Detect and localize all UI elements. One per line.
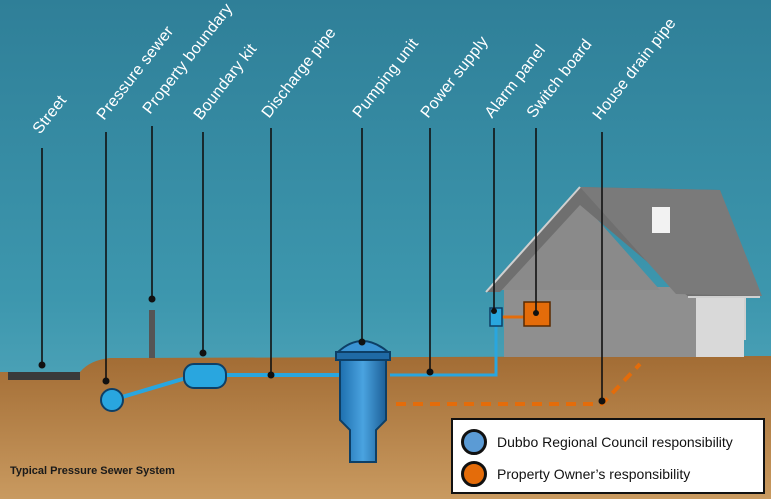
dot-pressure-sewer [102, 377, 110, 385]
legend-label-council: Dubbo Regional Council responsibility [497, 434, 733, 450]
chimney [652, 207, 670, 233]
dot-switch-board [533, 310, 539, 316]
legend-swatch-owner [461, 461, 487, 487]
pumping-unit-tank [335, 340, 391, 463]
diagram-caption: Typical Pressure Sewer System [10, 465, 175, 477]
dot-street [38, 361, 46, 369]
dot-discharge-pipe [267, 371, 275, 379]
pressure-sewer-line [111, 376, 187, 402]
roof-edge [485, 186, 581, 293]
dot-house-drain-pipe [598, 397, 606, 405]
power-supply-line [390, 326, 498, 377]
legend-label-owner: Property Owner’s responsibility [497, 466, 691, 482]
legend-item-owner: Property Owner’s responsibility [461, 460, 690, 488]
dot-boundary-kit [199, 349, 207, 357]
legend-swatch-council [461, 429, 487, 455]
boundary-post [149, 310, 155, 358]
dot-power-supply [426, 368, 434, 376]
boundary-kit-box [183, 363, 227, 389]
house-gable [500, 200, 660, 290]
pressure-sewer-main [100, 388, 124, 412]
dot-property-boundary [148, 295, 156, 303]
house-roof-top [580, 187, 762, 296]
legend: Dubbo Regional Council responsibility Pr… [451, 418, 765, 494]
street-surface [8, 372, 80, 380]
dot-alarm-panel [491, 308, 497, 314]
legend-item-council: Dubbo Regional Council responsibility [461, 428, 733, 456]
dot-pumping-unit [358, 338, 366, 346]
house-side-wall [696, 292, 744, 357]
